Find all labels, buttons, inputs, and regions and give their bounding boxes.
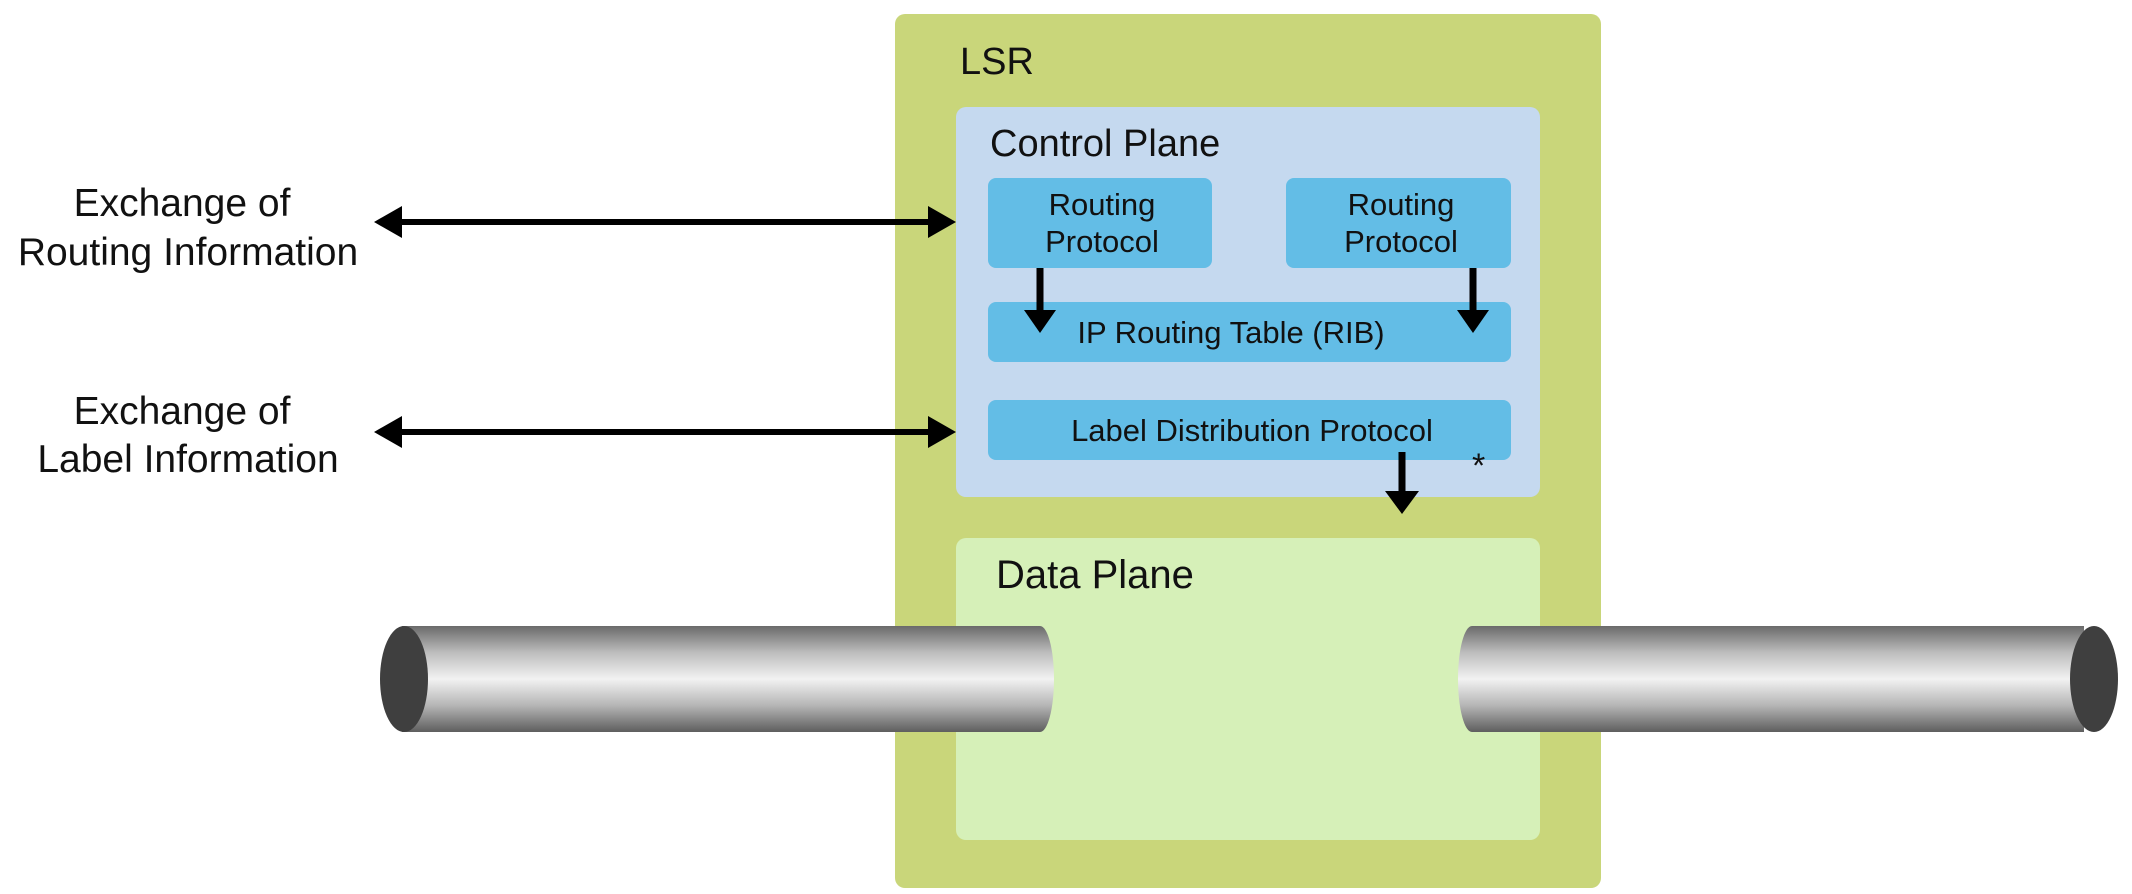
right-pipe [1458,626,2118,732]
ldp-label: Label Distribution Protocol [1071,413,1433,448]
arrow-ldp-to-data-plane-head [1385,491,1419,514]
arrow-rp-right-to-rib-head [1457,310,1489,333]
rib-label: IP Routing Table (RIB) [1077,315,1384,350]
routing-exchange-arrow-head-left [374,206,402,238]
routing-protocol-right-line1: Routing [1348,187,1455,222]
left-pipe-end-cap [380,626,428,732]
ldp-asterisk: * [1472,447,1485,485]
routing-protocol-left-line2: Protocol [1045,224,1159,259]
routing-protocol-left-line1: Routing [1049,187,1156,222]
label-exchange-arrow-head-left [374,416,402,448]
arrow-rp-left-to-rib-head [1024,310,1056,333]
routing-exchange-label-line2: Routing Information [18,231,358,274]
label-exchange-arrow-head-right [928,416,956,448]
left-pipe [380,626,1054,732]
data-plane-box [956,538,1540,840]
routing-protocol-right-line2: Protocol [1344,224,1458,259]
lsr-label: LSR [960,41,1034,83]
ldp-box [988,400,1511,460]
routing-protocol-box-left [988,178,1212,268]
routing-exchange-label-line1: Exchange of [74,182,291,225]
data-plane-title: Data Plane [996,553,1194,597]
routing-exchange-arrow-head-right [928,206,956,238]
right-pipe-end-cap [2070,626,2118,732]
label-exchange-label-line2: Label Information [37,438,338,481]
rib-box [988,302,1511,362]
routing-protocol-box-right [1286,178,1511,268]
control-plane-title: Control Plane [990,123,1220,165]
label-exchange-label-line1: Exchange of [74,390,291,433]
